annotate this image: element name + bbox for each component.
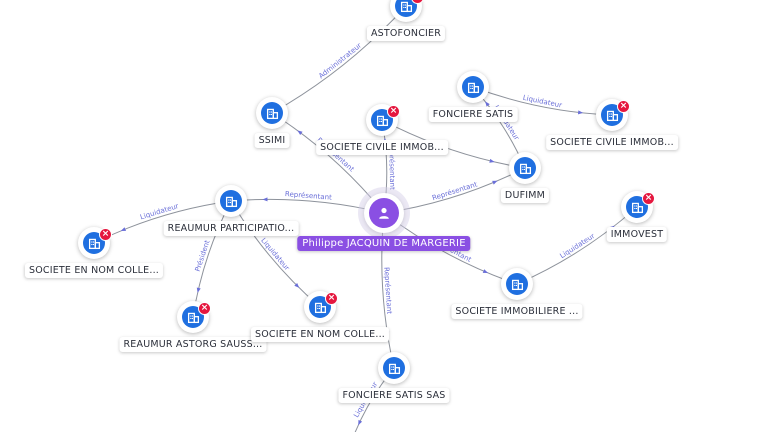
building-icon: [220, 190, 242, 212]
edge-label: Liquidateur: [139, 202, 179, 221]
node-label: REAUMUR PARTICIPATIO...: [163, 221, 299, 236]
close-icon: ×: [99, 228, 112, 241]
edge-label: Représentant: [285, 190, 333, 202]
building-icon: [261, 102, 283, 124]
edge-arrow-icon: [489, 158, 495, 163]
node-label: IMMOVEST: [606, 227, 668, 242]
edge-arrow-icon: [297, 130, 303, 136]
node-label: SOCIETE CIVILE IMMOB...: [546, 135, 678, 150]
edge-label: Administrateur: [317, 41, 363, 80]
building-icon: [395, 0, 417, 17]
node-label: SOCIETE EN NOM COLLE...: [24, 263, 164, 278]
edge-arrow-icon: [492, 180, 498, 185]
edge-ssimi-astofoncier: [271, 5, 407, 114]
edge-arrow-icon: [196, 287, 201, 293]
close-icon: ×: [198, 302, 211, 315]
node-label: SOCIETE IMMOBILIERE ...: [451, 304, 583, 319]
edge-label: Président: [194, 239, 212, 273]
edge-label: Liquidateur: [558, 232, 596, 260]
building-icon: [514, 157, 536, 179]
node-label: Philippe JACQUIN DE MARGERIE: [297, 236, 471, 251]
node-label: SSIMI: [254, 133, 290, 148]
node-label: REAUMUR ASTORG SAUSS...: [119, 337, 267, 352]
edge-arrow-icon: [482, 269, 489, 274]
building-icon: [506, 273, 528, 295]
close-icon: ×: [325, 292, 338, 305]
edge-arrow-icon: [485, 101, 490, 107]
edge-person-reaumur_part: [230, 198, 385, 214]
building-icon: [383, 357, 405, 379]
node-label: SOCIETE CIVILE IMMOB...: [316, 140, 448, 155]
edge-sci_immob_center-dufimm: [381, 119, 526, 169]
close-icon: ×: [617, 100, 630, 113]
person-icon: [369, 198, 399, 228]
edge-arrow-icon: [120, 227, 127, 231]
building-icon: [462, 76, 484, 98]
edge-arrow-icon: [358, 419, 363, 426]
node-label: FONCIERE SATIS SAS: [338, 388, 450, 403]
edge-label: Liquidateur: [259, 237, 291, 273]
edge-arrow-icon: [577, 110, 584, 115]
edge-label: Représentant: [382, 267, 393, 315]
node-label: SOCIETE EN NOM COLLE...: [250, 327, 390, 342]
node-label: ASTOFONCIER: [366, 26, 446, 41]
close-icon: ×: [387, 105, 400, 118]
node-label: FONCIERE SATIS: [428, 107, 518, 122]
edge-arrow-icon: [262, 197, 268, 202]
edge-label: Représentant: [387, 143, 396, 190]
node-label: DUFIMM: [500, 188, 550, 203]
edge-arrow-icon: [294, 282, 300, 288]
close-icon: ×: [642, 192, 655, 205]
